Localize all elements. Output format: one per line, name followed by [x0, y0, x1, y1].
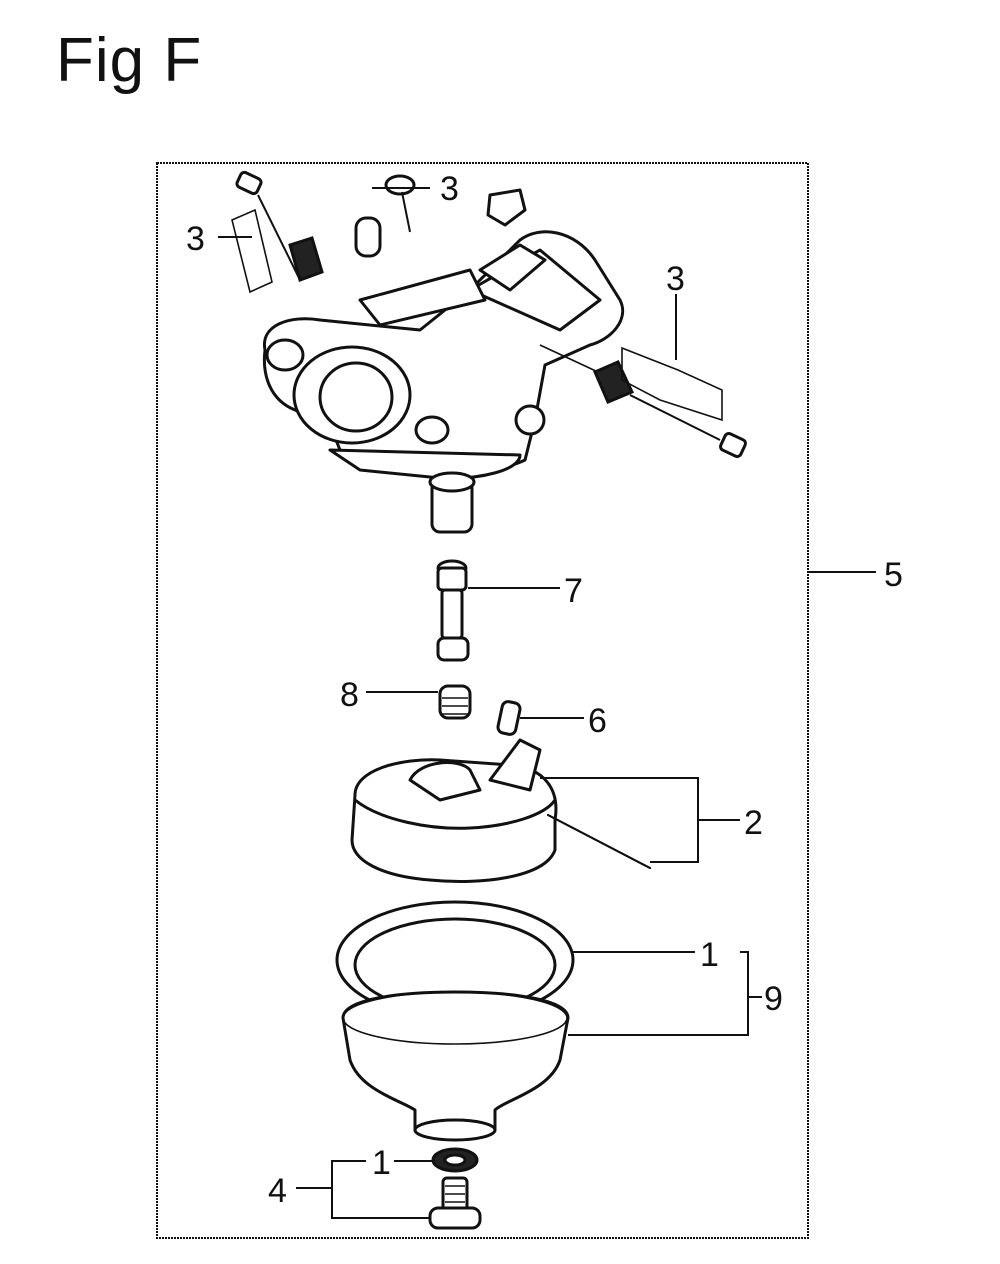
- drain-washer: [431, 1147, 479, 1173]
- callout-6: 6: [588, 702, 607, 740]
- leader-4: [296, 1160, 430, 1219]
- throttle-stop-screw: [235, 170, 324, 282]
- callout-7: 7: [564, 572, 583, 610]
- callout-9: 9: [764, 980, 783, 1018]
- mixture-screw: [539, 344, 747, 458]
- callout-5: 5: [884, 556, 903, 594]
- main-nozzle: [436, 559, 470, 662]
- pilot-screw: [384, 174, 416, 233]
- float-valve: [496, 700, 522, 736]
- callout-2: 2: [744, 804, 763, 842]
- callout-4: 4: [268, 1172, 287, 1210]
- callout-3-top: 3: [440, 170, 459, 208]
- leader-2: [540, 777, 740, 863]
- callout-1-gasket: 1: [700, 936, 719, 974]
- float-pin: [547, 814, 651, 869]
- float-chamber-gasket: [335, 900, 575, 1020]
- carburetor-body: [262, 188, 625, 534]
- bracket-3-left: [231, 208, 273, 294]
- drain-bolt: [428, 1176, 482, 1230]
- bracket-3-right: [621, 346, 723, 422]
- callout-1-washer: 1: [372, 1144, 391, 1182]
- leader-9: [568, 951, 762, 1036]
- callout-8: 8: [340, 676, 359, 714]
- assembly-frame: [156, 162, 809, 1239]
- main-jet: [438, 684, 472, 720]
- float: [350, 738, 558, 883]
- callout-3-left: 3: [186, 220, 205, 258]
- figure-title: Fig F: [56, 26, 203, 95]
- float-chamber: [341, 990, 570, 1142]
- callout-3-right: 3: [666, 260, 685, 298]
